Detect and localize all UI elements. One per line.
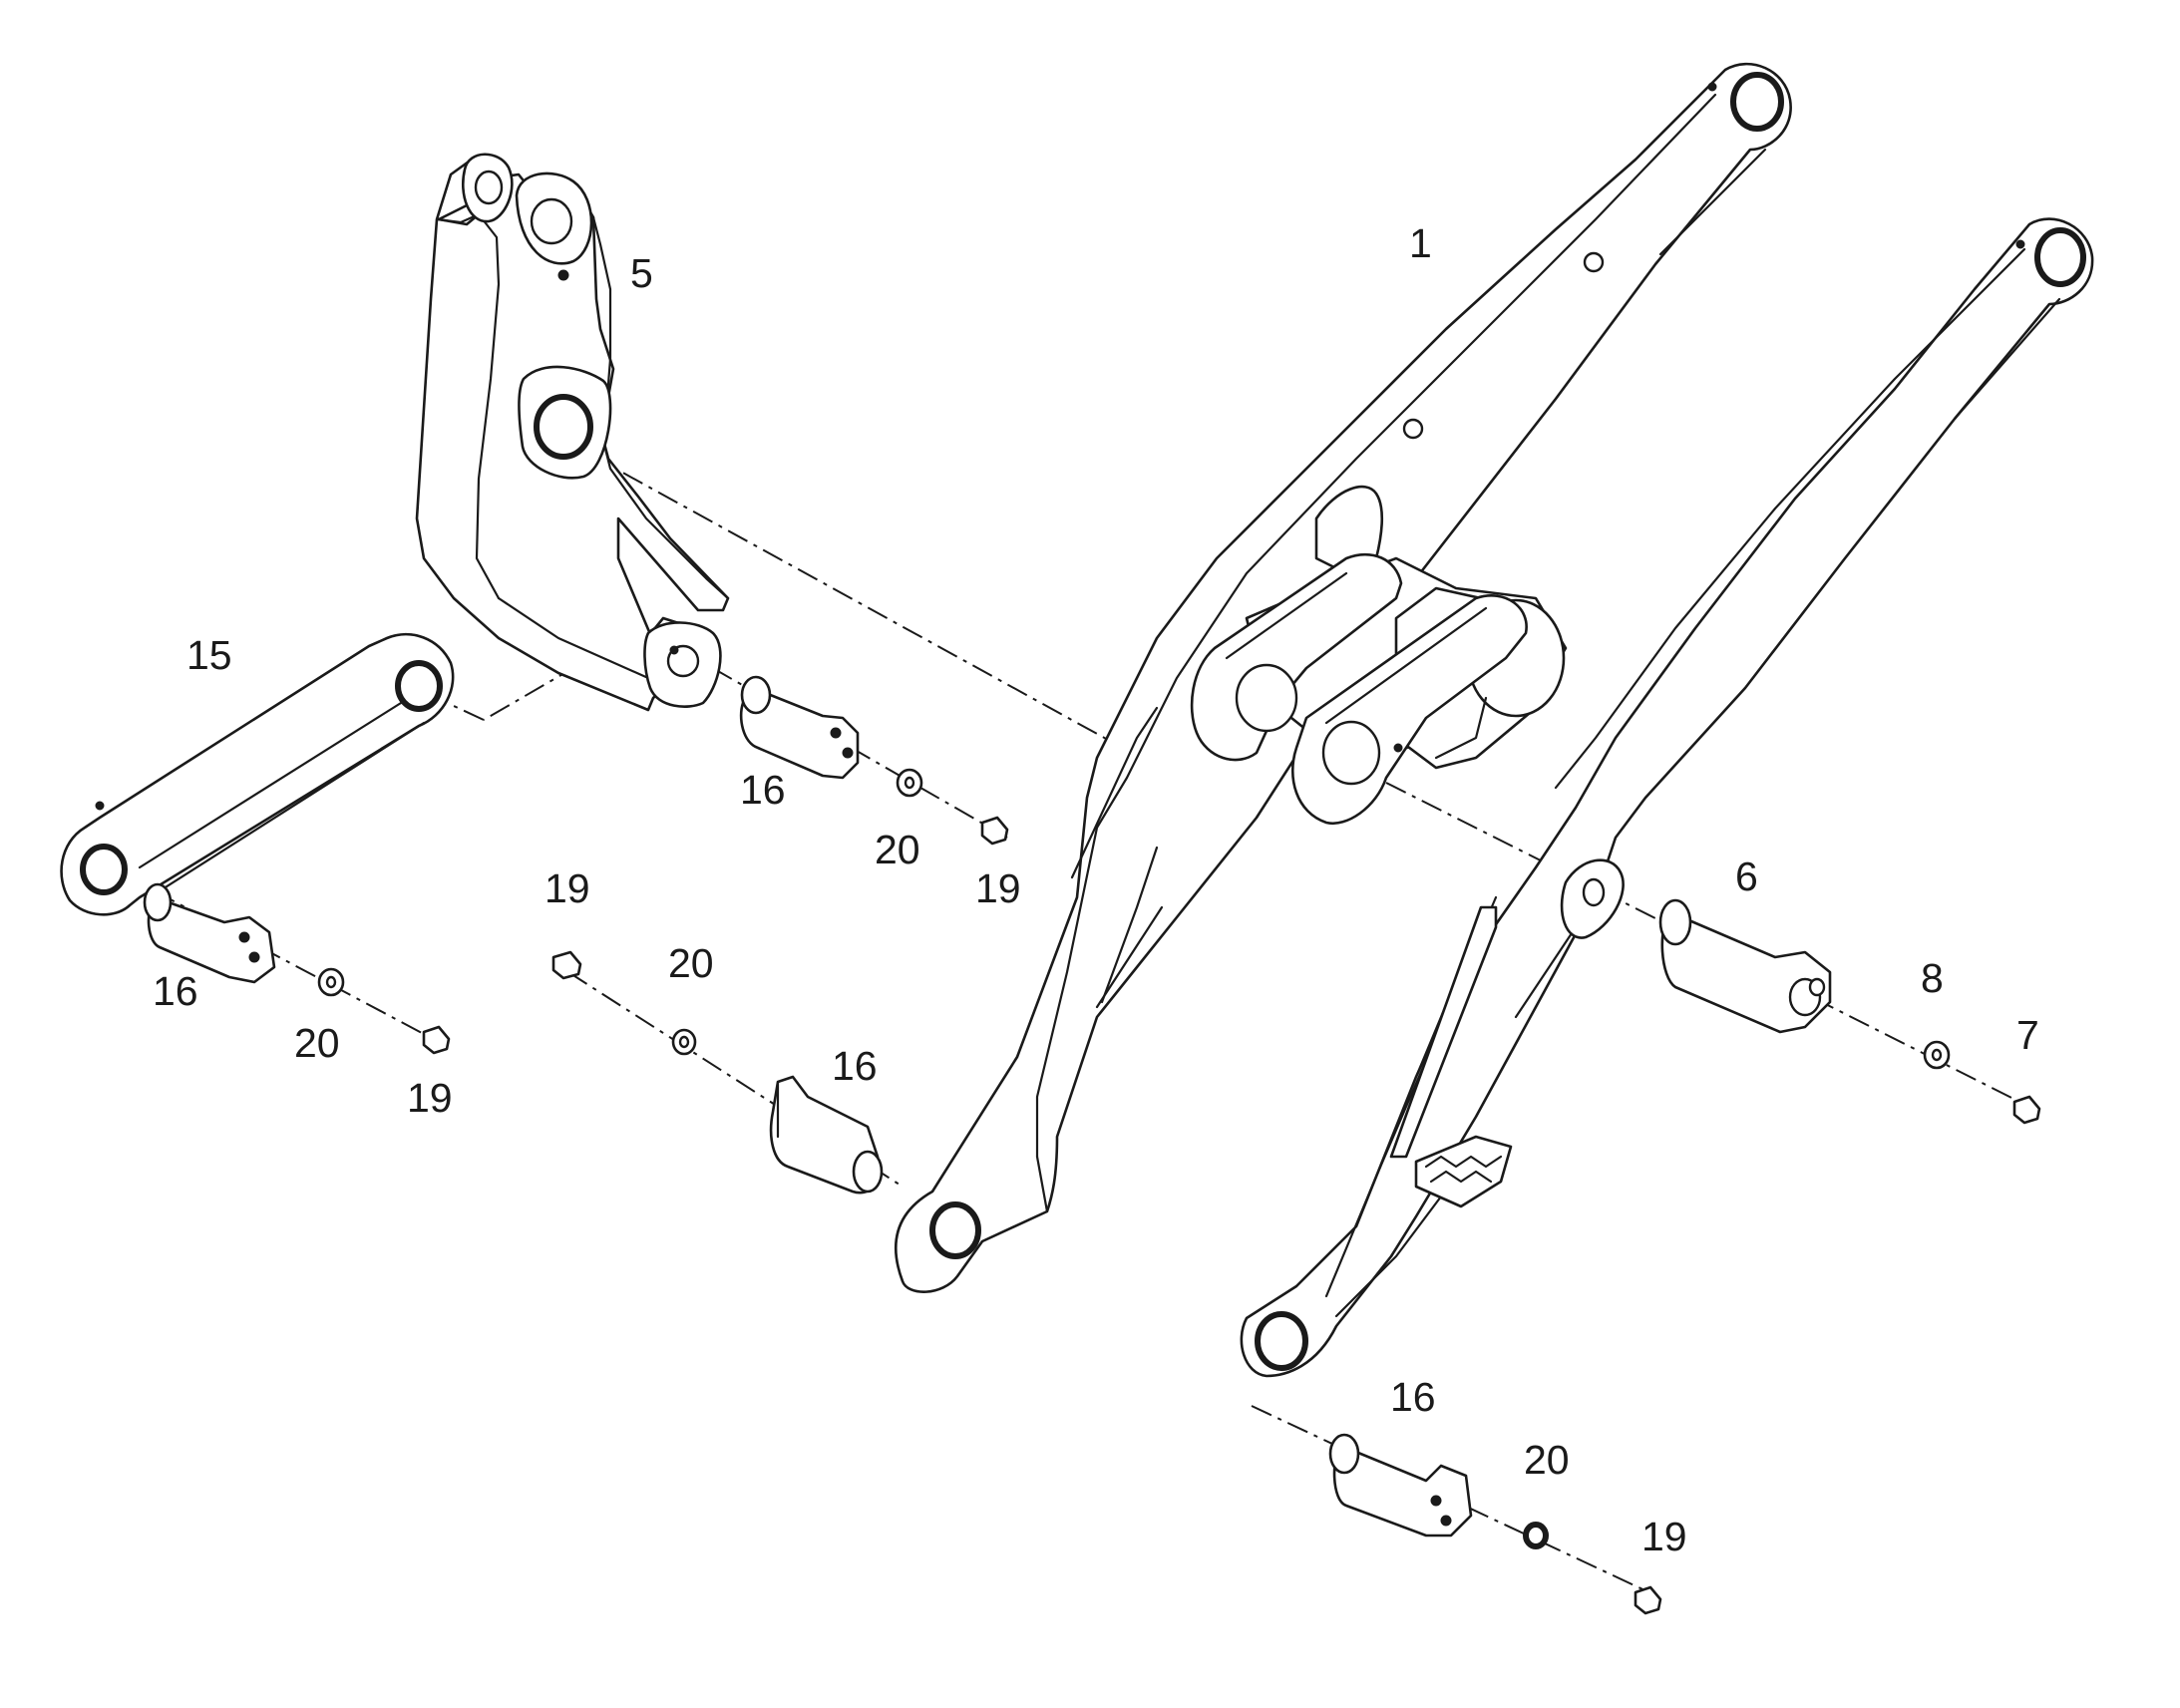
right-arm bbox=[1240, 217, 2094, 1378]
callout-16-lower: 16 bbox=[1390, 1374, 1436, 1420]
callout-19-left: 19 bbox=[407, 1075, 453, 1121]
callout-19-upper: 19 bbox=[975, 865, 1021, 911]
callout-7: 7 bbox=[2016, 1012, 2039, 1058]
callout-20-center: 20 bbox=[668, 940, 714, 986]
callout-labels: 1 5 15 16 20 19 19 20 16 16 20 19 6 8 7 … bbox=[153, 220, 2039, 1559]
callout-20-lower: 20 bbox=[1524, 1437, 1570, 1483]
callout-19-center: 19 bbox=[545, 865, 590, 911]
pin-16-upper bbox=[739, 675, 860, 780]
callout-5: 5 bbox=[630, 250, 653, 296]
pin-16-lower bbox=[1328, 1433, 1473, 1537]
callout-8: 8 bbox=[1921, 955, 1944, 1001]
link-bar bbox=[60, 632, 455, 916]
pin-16-center bbox=[769, 1075, 884, 1195]
pin-16-left bbox=[143, 882, 276, 984]
callout-16-center: 16 bbox=[832, 1043, 878, 1089]
callout-19-lower: 19 bbox=[1641, 1514, 1687, 1559]
bellcrank-bracket bbox=[415, 153, 730, 712]
callout-16-left: 16 bbox=[153, 968, 198, 1014]
pin-6 bbox=[1658, 898, 1832, 1034]
cross-tube-assembly bbox=[1190, 485, 1568, 826]
washers bbox=[317, 768, 1951, 1549]
callout-16-upper: 16 bbox=[740, 767, 786, 813]
bolts bbox=[422, 816, 2041, 1615]
callout-1: 1 bbox=[1409, 220, 1432, 266]
callout-15: 15 bbox=[186, 632, 232, 678]
callout-6: 6 bbox=[1735, 854, 1758, 899]
callout-20-upper: 20 bbox=[875, 827, 920, 872]
callout-20-left: 20 bbox=[294, 1020, 340, 1066]
